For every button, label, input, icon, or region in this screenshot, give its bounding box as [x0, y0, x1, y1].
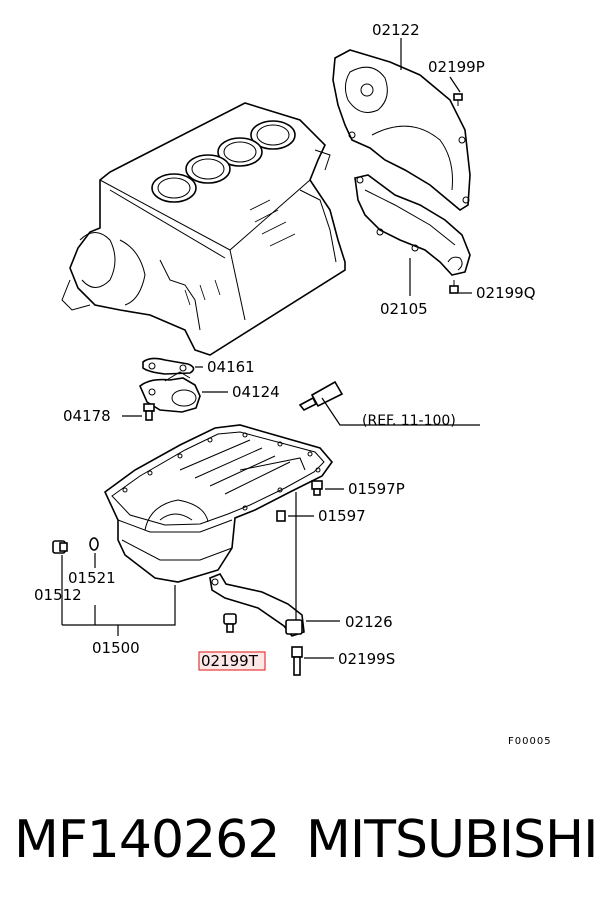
part-number-labels: 02122 02199P 02105 02199Q 04161 04124 04… [34, 21, 552, 747]
bolt-02199Q-drawing [449, 280, 459, 294]
sealant-tube-drawing [298, 380, 344, 412]
bolt-02199T-drawing [223, 613, 237, 633]
figure-code: F00005 [508, 736, 552, 747]
rear-plate-drawing [332, 49, 471, 211]
label-02199Q: 02199Q [476, 284, 536, 302]
bolt-01597P-drawing [311, 480, 323, 496]
label-02105: 02105 [380, 300, 428, 318]
label-04124: 04124 [232, 383, 280, 401]
label-02199T[interactable]: 02199T [201, 652, 259, 670]
caption-brand: MITSUBISHI [306, 810, 598, 870]
label-reference: (REF. 11-100) [362, 413, 456, 429]
engine-block-drawing [61, 102, 346, 356]
label-02199S: 02199S [338, 650, 395, 668]
label-01597P: 01597P [348, 480, 405, 498]
part-caption: MF140262 MITSUBISHI [0, 800, 600, 880]
label-01500: 01500 [92, 639, 140, 657]
oil-strainer-drawing [139, 371, 201, 413]
drain-gasket-drawing [89, 537, 99, 551]
bolt-04178-drawing [143, 403, 155, 421]
bolt-02199P-drawing [453, 93, 463, 106]
label-01597: 01597 [318, 507, 366, 525]
bolt-02199S-drawing [291, 646, 303, 676]
leader-lines [61, 38, 480, 659]
label-02122: 02122 [372, 21, 420, 39]
caption-part-number: MF140262 [14, 810, 280, 870]
drain-plug-drawing [52, 540, 68, 554]
label-01521: 01521 [68, 569, 116, 587]
label-02126: 02126 [345, 613, 393, 631]
bolt-01597-drawing [276, 510, 286, 522]
oil-pan-drawing [103, 424, 334, 583]
label-04178: 04178 [63, 407, 111, 425]
bracket-drawing [209, 573, 305, 637]
label-01512: 01512 [34, 586, 82, 604]
label-02199P: 02199P [428, 58, 485, 76]
exploded-parts-diagram: 02122 02199P 02105 02199Q 04161 04124 04… [34, 21, 552, 747]
end-plate-drawing [354, 174, 471, 276]
highlight-box-02199T [198, 651, 266, 671]
strainer-gasket-drawing [142, 357, 195, 375]
label-04161: 04161 [207, 358, 255, 376]
